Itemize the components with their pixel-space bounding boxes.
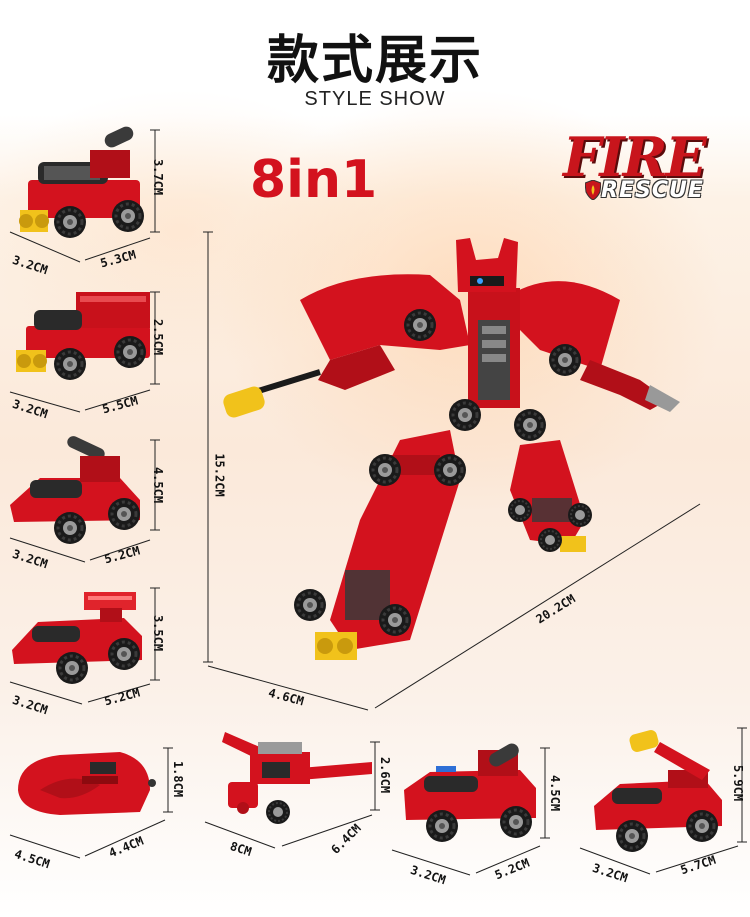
dim-v2-height: 2.5CM	[151, 318, 166, 356]
title-chinese: 款式展示	[266, 31, 483, 91]
logo-fire-text: FIRE	[563, 125, 707, 189]
vehicle-claw-boat	[18, 752, 156, 815]
dim-b2-height: 2.6CM	[378, 756, 393, 794]
dim-robot-height: 15.2CM	[212, 453, 227, 497]
dim-b4-height: 5.9CM	[731, 764, 746, 802]
vehicle-cannon-truck	[19, 126, 146, 240]
vehicle-cannon-buggy	[10, 436, 142, 546]
logo-rescue-text: RESCUE	[601, 178, 704, 203]
title-english: STYLE SHOW	[304, 88, 446, 110]
dim-b1-height: 1.8CM	[171, 760, 186, 798]
vehicle-ladder-buggy	[12, 592, 142, 686]
vehicle-plane	[222, 732, 372, 825]
vehicle-dump-truck	[16, 292, 150, 382]
shield-icon	[585, 180, 601, 200]
dim-v1-height: 3.7CM	[151, 158, 166, 196]
dim-v4-height: 3.5CM	[151, 614, 166, 652]
vehicle-water-cannon-truck	[404, 743, 536, 844]
dim-b3-height: 4.5CM	[548, 774, 563, 812]
vehicle-hose-buggy	[594, 730, 722, 854]
dim-v3-height: 4.5CM	[151, 466, 166, 504]
fire-rescue-logo: FIRE RESCUE	[563, 128, 723, 208]
eight-in-one-badge: 8in1	[250, 150, 378, 210]
robot-main	[223, 238, 680, 660]
